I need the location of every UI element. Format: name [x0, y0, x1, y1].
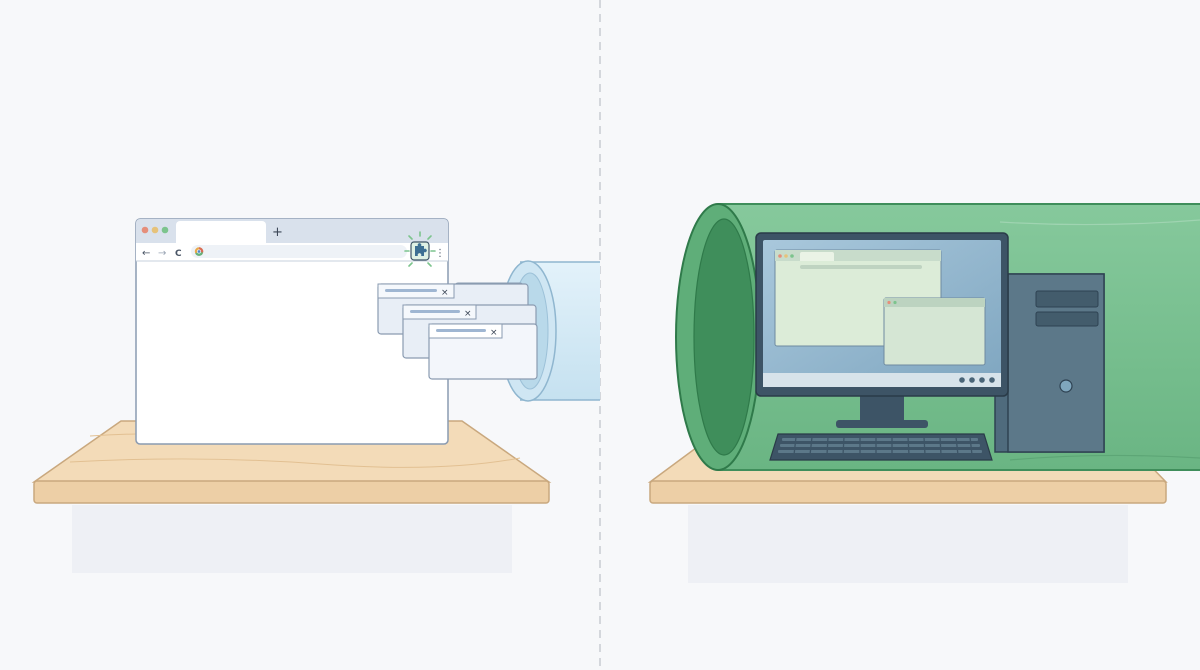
window-close-dot[interactable]: [141, 226, 149, 234]
window-close-icon[interactable]: ×: [490, 328, 498, 338]
right-shelf-shadow: [688, 505, 1128, 583]
power-button[interactable]: [1059, 379, 1073, 393]
forward-button[interactable]: →: [158, 248, 166, 259]
window-close-icon[interactable]: ×: [464, 309, 472, 319]
screen-app-window: [883, 297, 986, 366]
browser-menu-button[interactable]: ⋮: [435, 248, 445, 259]
window-maximize-dot[interactable]: [161, 226, 169, 234]
chrome-favicon-icon: [194, 247, 204, 256]
right-panel: [647, 203, 1200, 583]
new-tab-button[interactable]: +: [272, 225, 283, 240]
left-panel: + ← → C: [31, 218, 600, 573]
extension-button[interactable]: [404, 231, 436, 267]
flying-window: ×: [428, 323, 538, 380]
left-shelf-shadow: [72, 505, 512, 573]
puzzle-piece-icon: [415, 243, 427, 256]
active-tab[interactable]: [176, 221, 266, 243]
flying-windows: × × ×: [377, 282, 538, 380]
reload-button[interactable]: C: [175, 249, 182, 259]
back-button[interactable]: ←: [142, 248, 150, 259]
browser-window: + ← → C: [135, 218, 449, 445]
window-close-icon[interactable]: ×: [441, 288, 449, 298]
pc-tower-icon: [994, 273, 1105, 453]
window-minimize-dot[interactable]: [151, 226, 159, 234]
address-bar[interactable]: [191, 245, 407, 258]
desktop-computer-icon: [755, 232, 1105, 461]
keyboard-icon: [769, 433, 993, 461]
